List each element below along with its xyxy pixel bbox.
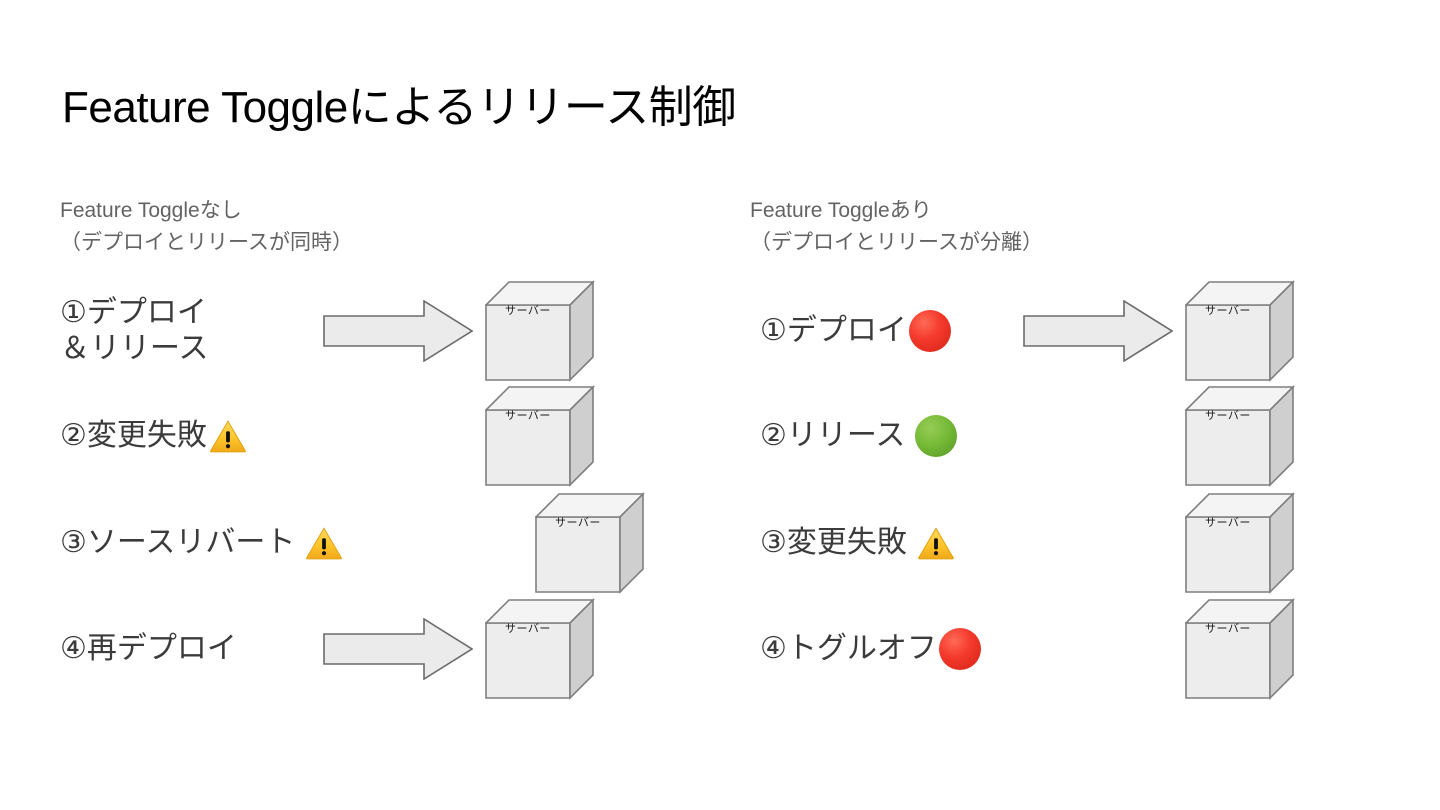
warning-icon	[306, 528, 343, 560]
cube-slot-left-4: サーバー	[484, 598, 605, 701]
badge-slot	[917, 526, 955, 560]
server-cube: サーバー	[1184, 598, 1295, 701]
column-without-feature-toggle: Feature Toggleなし （デプロイとリリースが同時） ①デプロイ ＆リ…	[60, 195, 680, 709]
row-right-1: ①デプロイ	[750, 279, 1370, 384]
arrow-slot-right-1	[1010, 300, 1185, 363]
right-arrow-icon	[322, 618, 473, 681]
cube-shape	[1184, 280, 1295, 383]
page-title: Feature Toggleによるリリース制御	[62, 83, 736, 132]
cube-slot-left-2: サーバー	[484, 385, 605, 488]
server-cube: サーバー	[484, 598, 595, 701]
cube-slot-right-3: サーバー	[1184, 492, 1305, 595]
column-header-with-feature-toggle: Feature Toggleあり （デプロイとリリースが分離）	[750, 199, 1043, 254]
row-left-4: ④再デプロイ サーバー	[60, 597, 680, 702]
cube-slot-right-2: サーバー	[1184, 385, 1305, 488]
badge-slot	[938, 628, 981, 671]
row-right-4: ④トグルオフ サーバー	[750, 597, 1370, 702]
cube-shape	[484, 385, 595, 488]
status-light-red-icon	[938, 628, 981, 671]
badge-slot	[305, 526, 343, 560]
cube-shape	[484, 598, 595, 701]
row-right-2: ②リリース サーバー	[750, 384, 1370, 489]
step-label-left-3: ③ソースリバート	[60, 525, 360, 562]
server-cube: サーバー	[1184, 385, 1295, 488]
row-left-2: ②変更失敗	[60, 384, 680, 489]
step-label-right-4: ④トグルオフ	[750, 628, 1010, 671]
step-text: ②変更失敗	[60, 419, 207, 453]
row-left-3: ③ソースリバート	[60, 491, 680, 596]
cube-shape	[1184, 598, 1295, 701]
row-left-1: ①デプロイ ＆リリース サーバー	[60, 279, 680, 384]
cube-slot-right-4: サーバー	[1184, 598, 1305, 701]
cube-slot-right-1: サーバー	[1184, 280, 1305, 383]
step-text: ④トグルオフ	[760, 632, 937, 666]
server-cube: サーバー	[484, 385, 595, 488]
step-text: ④再デプロイ	[60, 632, 237, 666]
server-cube: サーバー	[1184, 280, 1295, 383]
step-label-right-1: ①デプロイ	[750, 310, 1010, 353]
step-text: ①デプロイ	[760, 314, 907, 348]
cube-slot-left-3: サーバー	[534, 492, 655, 595]
cube-shape	[484, 280, 595, 383]
step-text: ②リリース	[760, 419, 906, 453]
step-text: ③変更失敗	[760, 526, 907, 560]
step-label-left-2: ②変更失敗	[60, 418, 310, 455]
step-text: ③ソースリバート	[60, 526, 296, 560]
column-header-without-feature-toggle: Feature Toggleなし （デプロイとリリースが同時）	[60, 199, 353, 254]
step-label-right-2: ②リリース	[750, 415, 1010, 458]
step-label-left-4: ④再デプロイ	[60, 631, 310, 668]
warning-icon	[209, 421, 246, 453]
arrow-slot-left-1	[310, 300, 485, 363]
status-light-green-icon	[915, 415, 958, 458]
right-arrow-icon	[322, 300, 473, 363]
cube-shape	[1184, 492, 1295, 595]
column-with-feature-toggle: Feature Toggleあり （デプロイとリリースが分離） ①デプロイ	[750, 195, 1370, 709]
badge-slot	[209, 419, 247, 453]
right-arrow-icon	[1022, 300, 1173, 363]
cube-shape	[534, 492, 645, 595]
server-cube: サーバー	[534, 492, 645, 595]
step-label-right-3: ③変更失敗	[750, 525, 1010, 562]
server-cube: サーバー	[1184, 492, 1295, 595]
status-light-red-icon	[908, 310, 951, 353]
badge-slot	[908, 310, 951, 353]
step-label-left-1: ①デプロイ ＆リリース	[60, 295, 310, 368]
server-cube: サーバー	[484, 280, 595, 383]
cube-slot-left-1: サーバー	[484, 280, 605, 383]
warning-icon	[917, 528, 954, 560]
cube-shape	[1184, 385, 1295, 488]
step-text: ①デプロイ ＆リリース	[60, 295, 209, 366]
row-list-right: ①デプロイ	[750, 279, 1370, 709]
row-right-3: ③変更失敗	[750, 491, 1370, 596]
row-list-left: ①デプロイ ＆リリース サーバー	[60, 279, 680, 709]
badge-slot	[915, 415, 958, 458]
arrow-slot-left-4	[310, 618, 485, 681]
